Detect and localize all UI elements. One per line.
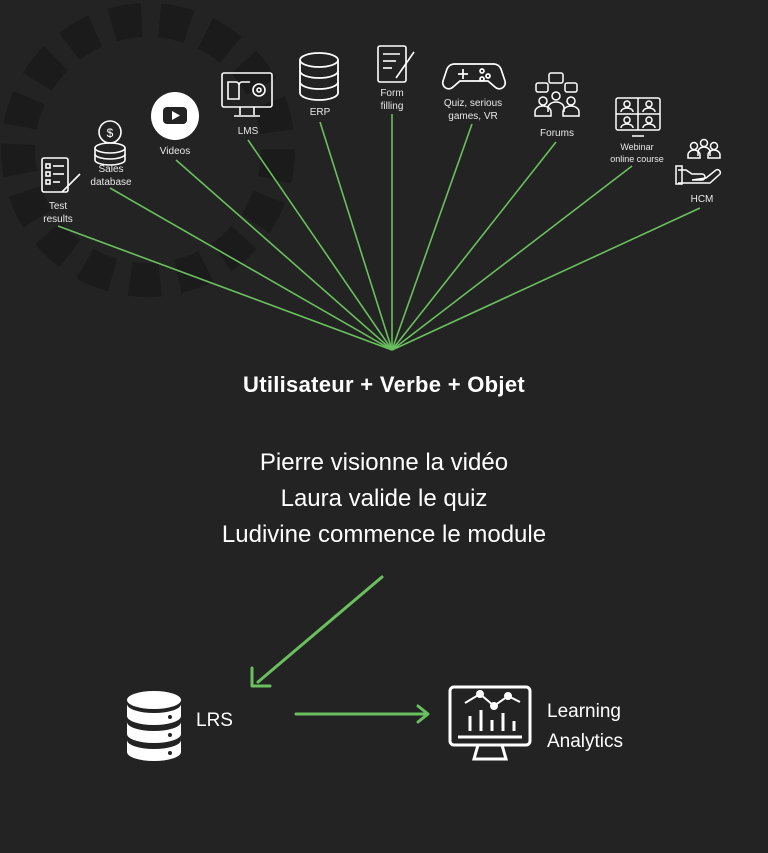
group-chat-icon — [534, 72, 580, 117]
connector-videos — [175, 159, 393, 351]
source-connectors — [57, 114, 701, 351]
learning-analytics-label: Learning Analytics — [547, 697, 623, 757]
example-statement-1: Pierre visionne la vidéo — [259, 449, 509, 476]
flow-arrows — [250, 575, 430, 724]
example-statement-3: Ludivine commence le module — [221, 521, 547, 548]
connector-webinar — [391, 165, 633, 351]
connector-lms — [247, 139, 393, 351]
arrow-to-lrs — [256, 575, 384, 684]
lrs-database-icon — [127, 691, 181, 761]
form-pen-icon — [377, 45, 415, 83]
example-statement-2: Laura valide le quiz — [280, 485, 488, 512]
svg-text:$: $ — [107, 126, 114, 140]
connector-sales-database — [109, 187, 393, 351]
gamepad-icon — [441, 63, 507, 90]
statement-formula: Utilisateur + Verbe + Objet — [243, 372, 525, 397]
play-video-icon — [151, 92, 199, 140]
clipboard-list-icon — [41, 157, 81, 193]
lrs-label: LRS — [196, 710, 233, 731]
hand-people-icon — [675, 138, 722, 185]
label-erp: ERP — [309, 107, 331, 118]
connector-erp — [319, 121, 393, 351]
label-videos: Videos — [159, 146, 191, 157]
label-lms: LMS — [237, 126, 259, 137]
database-icon — [299, 52, 339, 101]
connector-quiz — [391, 123, 473, 351]
label-forums: Forums — [540, 128, 574, 139]
label-hcm: HCM — [690, 194, 714, 205]
background-ring — [1, 3, 295, 297]
analytics-monitor-icon — [448, 685, 532, 761]
learning-analytics-line-2: Analytics — [547, 731, 624, 752]
learning-analytics-line-1: Learning — [547, 701, 621, 722]
example-statements: Pierre visionne la vidéo Laura valide le… — [0, 445, 768, 553]
connector-hcm — [391, 207, 701, 351]
video-conference-icon — [615, 97, 661, 137]
monitor-book-icon — [221, 72, 273, 117]
connector-forums — [391, 141, 557, 351]
connector-test-results — [57, 225, 393, 351]
coin-stack-icon: $ — [94, 120, 126, 166]
